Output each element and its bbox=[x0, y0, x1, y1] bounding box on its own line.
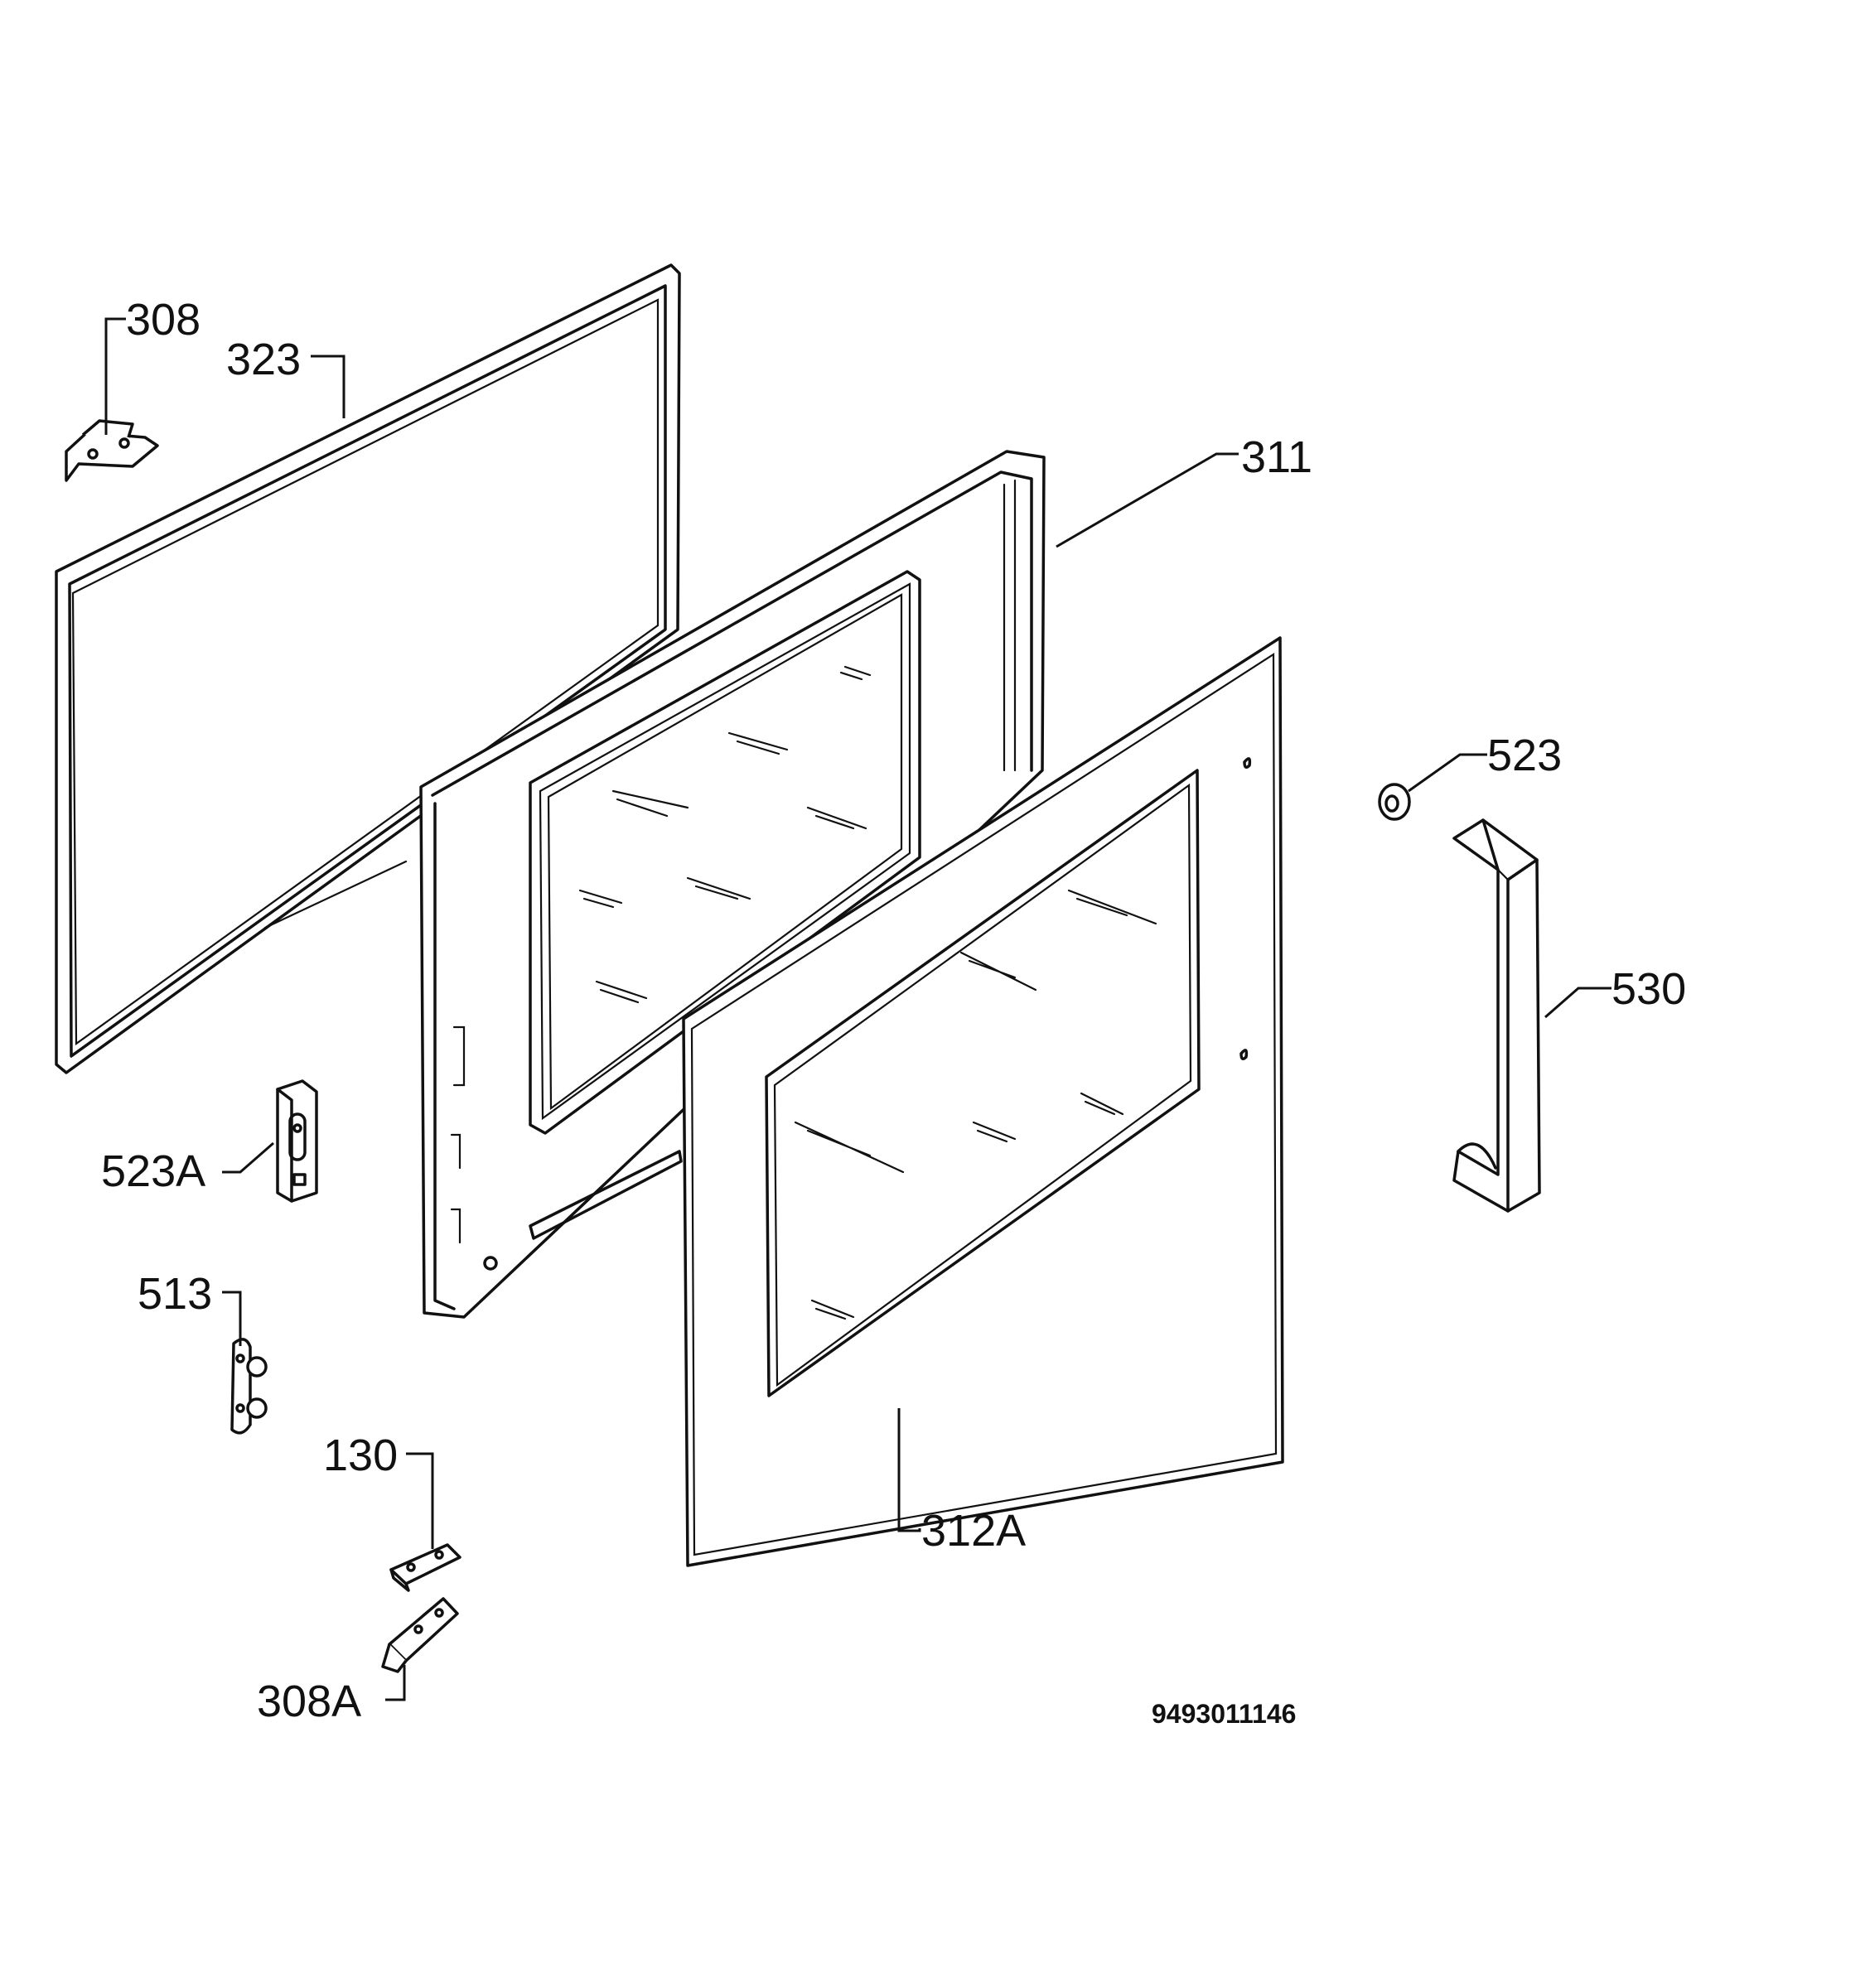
part-530-door-handle bbox=[1452, 818, 1541, 1213]
part-323-door-gasket bbox=[55, 263, 681, 1074]
leader-311 bbox=[1056, 452, 1239, 548]
callout-530: 530 bbox=[1611, 964, 1686, 1014]
part-312a-outer-door-glass bbox=[682, 636, 1284, 1567]
part-523-washer bbox=[1378, 783, 1411, 821]
callout-312a: 312A bbox=[921, 1506, 1026, 1556]
callout-311: 311 bbox=[1241, 432, 1312, 482]
callout-308: 308 bbox=[126, 295, 201, 345]
callout-308a: 308A bbox=[257, 1677, 361, 1726]
part-308a-lower-hinge-bracket bbox=[381, 1597, 459, 1673]
drawing-number: 9493011146 bbox=[1152, 1699, 1296, 1729]
part-130-hinge-plate bbox=[389, 1543, 461, 1592]
leader-308a bbox=[385, 1665, 406, 1701]
part-523a-latch-plate bbox=[276, 1079, 318, 1203]
callout-523a: 523A bbox=[101, 1146, 205, 1196]
leader-130 bbox=[406, 1452, 434, 1549]
leader-308 bbox=[104, 317, 126, 435]
callout-323: 323 bbox=[226, 335, 301, 384]
part-308-hinge-bracket bbox=[65, 419, 159, 482]
leader-lines bbox=[104, 317, 1611, 1701]
leader-312a bbox=[897, 1408, 921, 1532]
leader-523 bbox=[1408, 753, 1487, 793]
leader-523a bbox=[222, 1141, 274, 1174]
callout-130: 130 bbox=[323, 1431, 398, 1480]
callout-labels: 308 323 311 523 530 523A 513 130 312A 30… bbox=[101, 295, 1686, 1729]
part-513-hinge-pin bbox=[230, 1338, 268, 1435]
leader-530 bbox=[1544, 987, 1611, 1019]
callout-523: 523 bbox=[1487, 731, 1562, 780]
callout-513: 513 bbox=[138, 1269, 212, 1319]
leader-323 bbox=[311, 355, 345, 418]
part-311-inner-door-frame bbox=[419, 450, 1046, 1319]
leader-513 bbox=[222, 1291, 242, 1346]
